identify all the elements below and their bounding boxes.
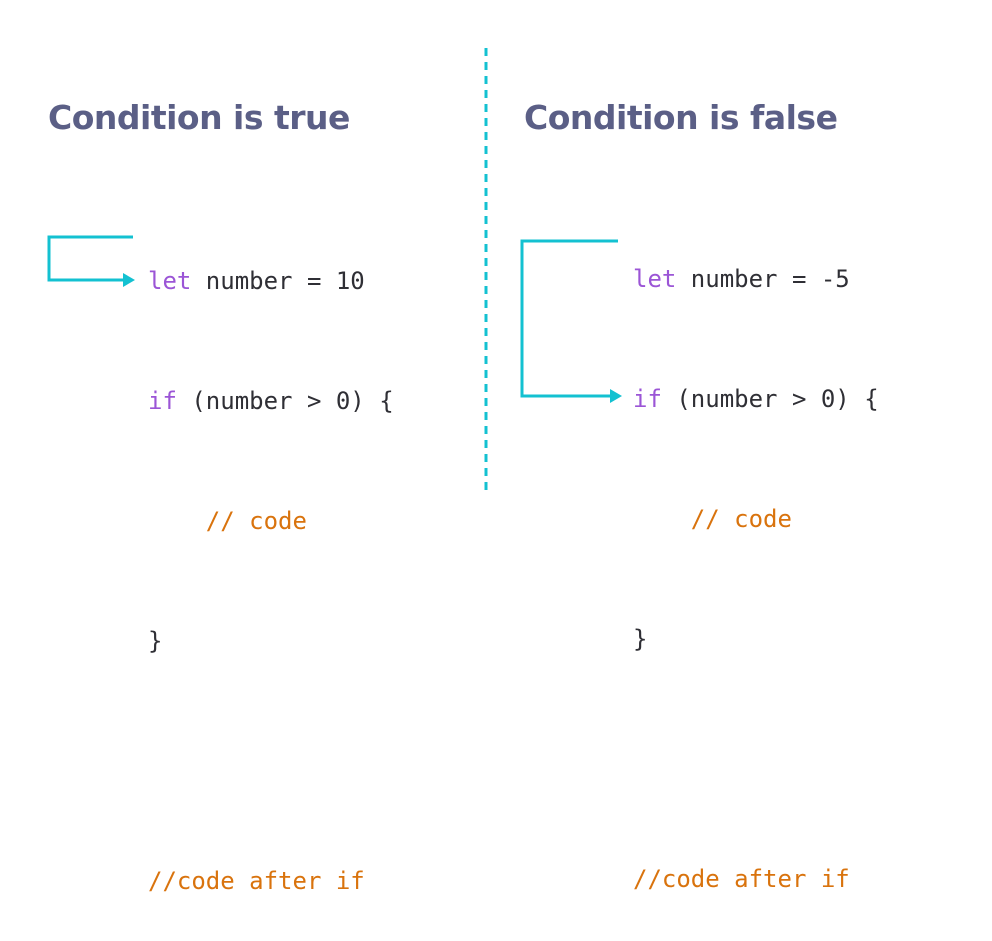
code-text: (number > 0) { [176,387,394,415]
comment-after-if: //code after if [148,867,365,895]
keyword-if: if [633,385,662,413]
flow-arrows-overlay [47,48,622,490]
comment-after-if: //code after if [633,865,850,893]
code-line-comment: // code [633,499,879,539]
arrow-false-path [520,239,618,398]
close-brace: } [148,627,163,655]
keyword-if: if [148,387,177,415]
close-brace: } [633,625,648,653]
comment-code: // code [148,507,307,535]
code-line-if: if (number > 0) { [633,379,879,419]
keyword-let: let [633,265,677,293]
code-line-close-brace: } [633,619,879,659]
title-condition-false: Condition is false [524,98,838,137]
code-text: (number > 0) { [661,385,879,413]
comment-code: // code [633,505,792,533]
code-line-if: if (number > 0) { [148,381,394,421]
code-text: number = -5 [676,265,850,293]
code-line-let: let number = 10 [148,261,394,301]
arrow-true-path [47,235,133,282]
code-text: number = 10 [191,267,365,295]
code-line-blank [148,741,394,781]
keyword-let: let [148,267,192,295]
code-line-after-if: //code after if [148,861,394,901]
code-line-blank [633,739,879,779]
title-condition-true: Condition is true [48,98,350,137]
arrow-true-head-icon [123,273,135,287]
code-line-after-if: //code after if [633,859,879,899]
code-line-let: let number = -5 [633,259,879,299]
code-line-close-brace: } [148,621,394,661]
arrow-false-head-icon [610,389,622,403]
code-line-comment: // code [148,501,394,541]
